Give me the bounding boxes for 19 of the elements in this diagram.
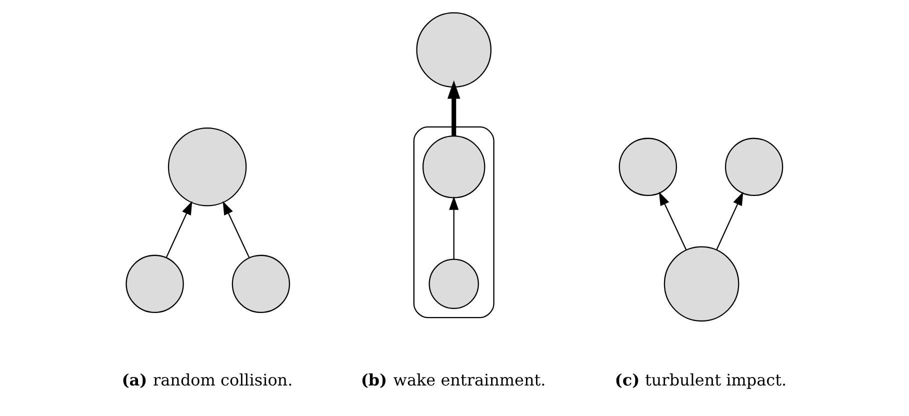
node-circle [422, 136, 485, 198]
label: (b) wake entrainment. [360, 370, 546, 390]
node-circle [167, 128, 246, 206]
node-circle [125, 254, 184, 313]
arrow [165, 201, 192, 258]
cluster [412, 126, 494, 318]
node-circle [618, 138, 677, 196]
arrow [446, 80, 460, 136]
arrow [448, 196, 458, 259]
node-circle [416, 12, 492, 88]
label: (a) random collision. [121, 370, 292, 390]
node-circle [724, 138, 783, 196]
node-circle [231, 254, 290, 313]
arrow [658, 192, 686, 250]
node-circle [428, 258, 478, 310]
arrow [222, 201, 250, 258]
label: (c) turbulent impact. [614, 370, 786, 390]
node-circle [663, 246, 739, 322]
arrow [716, 192, 743, 250]
